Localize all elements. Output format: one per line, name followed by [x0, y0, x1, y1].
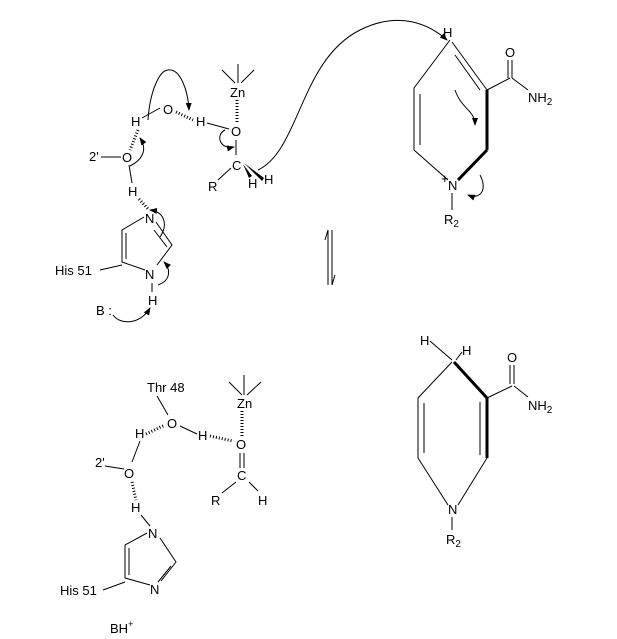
- hydrogen-label: H: [128, 184, 137, 199]
- hydrogen-label: H: [264, 172, 273, 187]
- oxygen-label: O: [505, 45, 515, 60]
- hydrogen-label: H: [148, 293, 157, 308]
- oxygen-label: O: [236, 437, 246, 452]
- hydrogen-label: H: [462, 343, 471, 358]
- nadh-ring: H H O NH2 N R2: [417, 333, 553, 550]
- nitrogen-label: N: [150, 582, 159, 597]
- amide-label: NH2: [528, 398, 553, 416]
- nitrogen-label: N: [145, 211, 154, 226]
- hydrogen-label: H: [198, 428, 207, 443]
- oxygen-label: O: [507, 350, 517, 365]
- electron-push-arrows: [112, 19, 484, 323]
- base-label: B :: [96, 303, 112, 318]
- top-alcohol-complex: Zn O H O C R H H H 2' O H N N His 51 H B…: [55, 64, 273, 318]
- bottom-aldehyde-complex: Thr 48 O H H Zn O C R H 2' O H N N His 5…: [60, 375, 267, 636]
- r-label: R: [208, 179, 217, 194]
- nitrogen-label: N: [448, 502, 457, 517]
- r2-label: R2: [446, 532, 461, 550]
- hydrogen-label: H: [196, 114, 205, 129]
- carbon-label: C: [232, 158, 241, 173]
- oxygen-label: O: [163, 102, 173, 117]
- zn-label: Zn: [237, 396, 252, 411]
- thr48-label: Thr 48: [147, 380, 185, 395]
- nitrogen-label: N: [448, 178, 457, 193]
- oxygen-label: O: [231, 124, 241, 139]
- hydrogen-label: H: [248, 176, 257, 191]
- r-label: R: [211, 493, 220, 508]
- two-prime-label: 2': [95, 455, 105, 470]
- nad-plus-ring: H O NH2 + N R2: [413, 25, 553, 230]
- oxygen-label: O: [124, 466, 134, 481]
- his51-label: His 51: [55, 263, 92, 278]
- hydrogen-label: H: [443, 25, 452, 40]
- hydrogen-label: H: [258, 493, 267, 508]
- oxygen-label: O: [122, 150, 132, 165]
- equilibrium-arrows: [324, 229, 336, 286]
- two-prime-label: 2': [89, 149, 99, 164]
- hydrogen-label: H: [131, 500, 140, 515]
- zn-label: Zn: [230, 85, 245, 100]
- hydrogen-label: H: [131, 114, 140, 129]
- hydrogen-label: H: [135, 426, 144, 441]
- nitrogen-label: N: [148, 526, 157, 541]
- carbon-label: C: [237, 468, 246, 483]
- bh-plus-label: BH+: [110, 619, 133, 636]
- amide-label: NH2: [528, 90, 553, 108]
- oxygen-label: O: [167, 416, 177, 431]
- nitrogen-label: N: [145, 267, 154, 282]
- r2-label: R2: [444, 212, 459, 230]
- charge-label: +: [441, 171, 449, 186]
- his51-label: His 51: [60, 583, 97, 598]
- hydrogen-label: H: [420, 333, 429, 348]
